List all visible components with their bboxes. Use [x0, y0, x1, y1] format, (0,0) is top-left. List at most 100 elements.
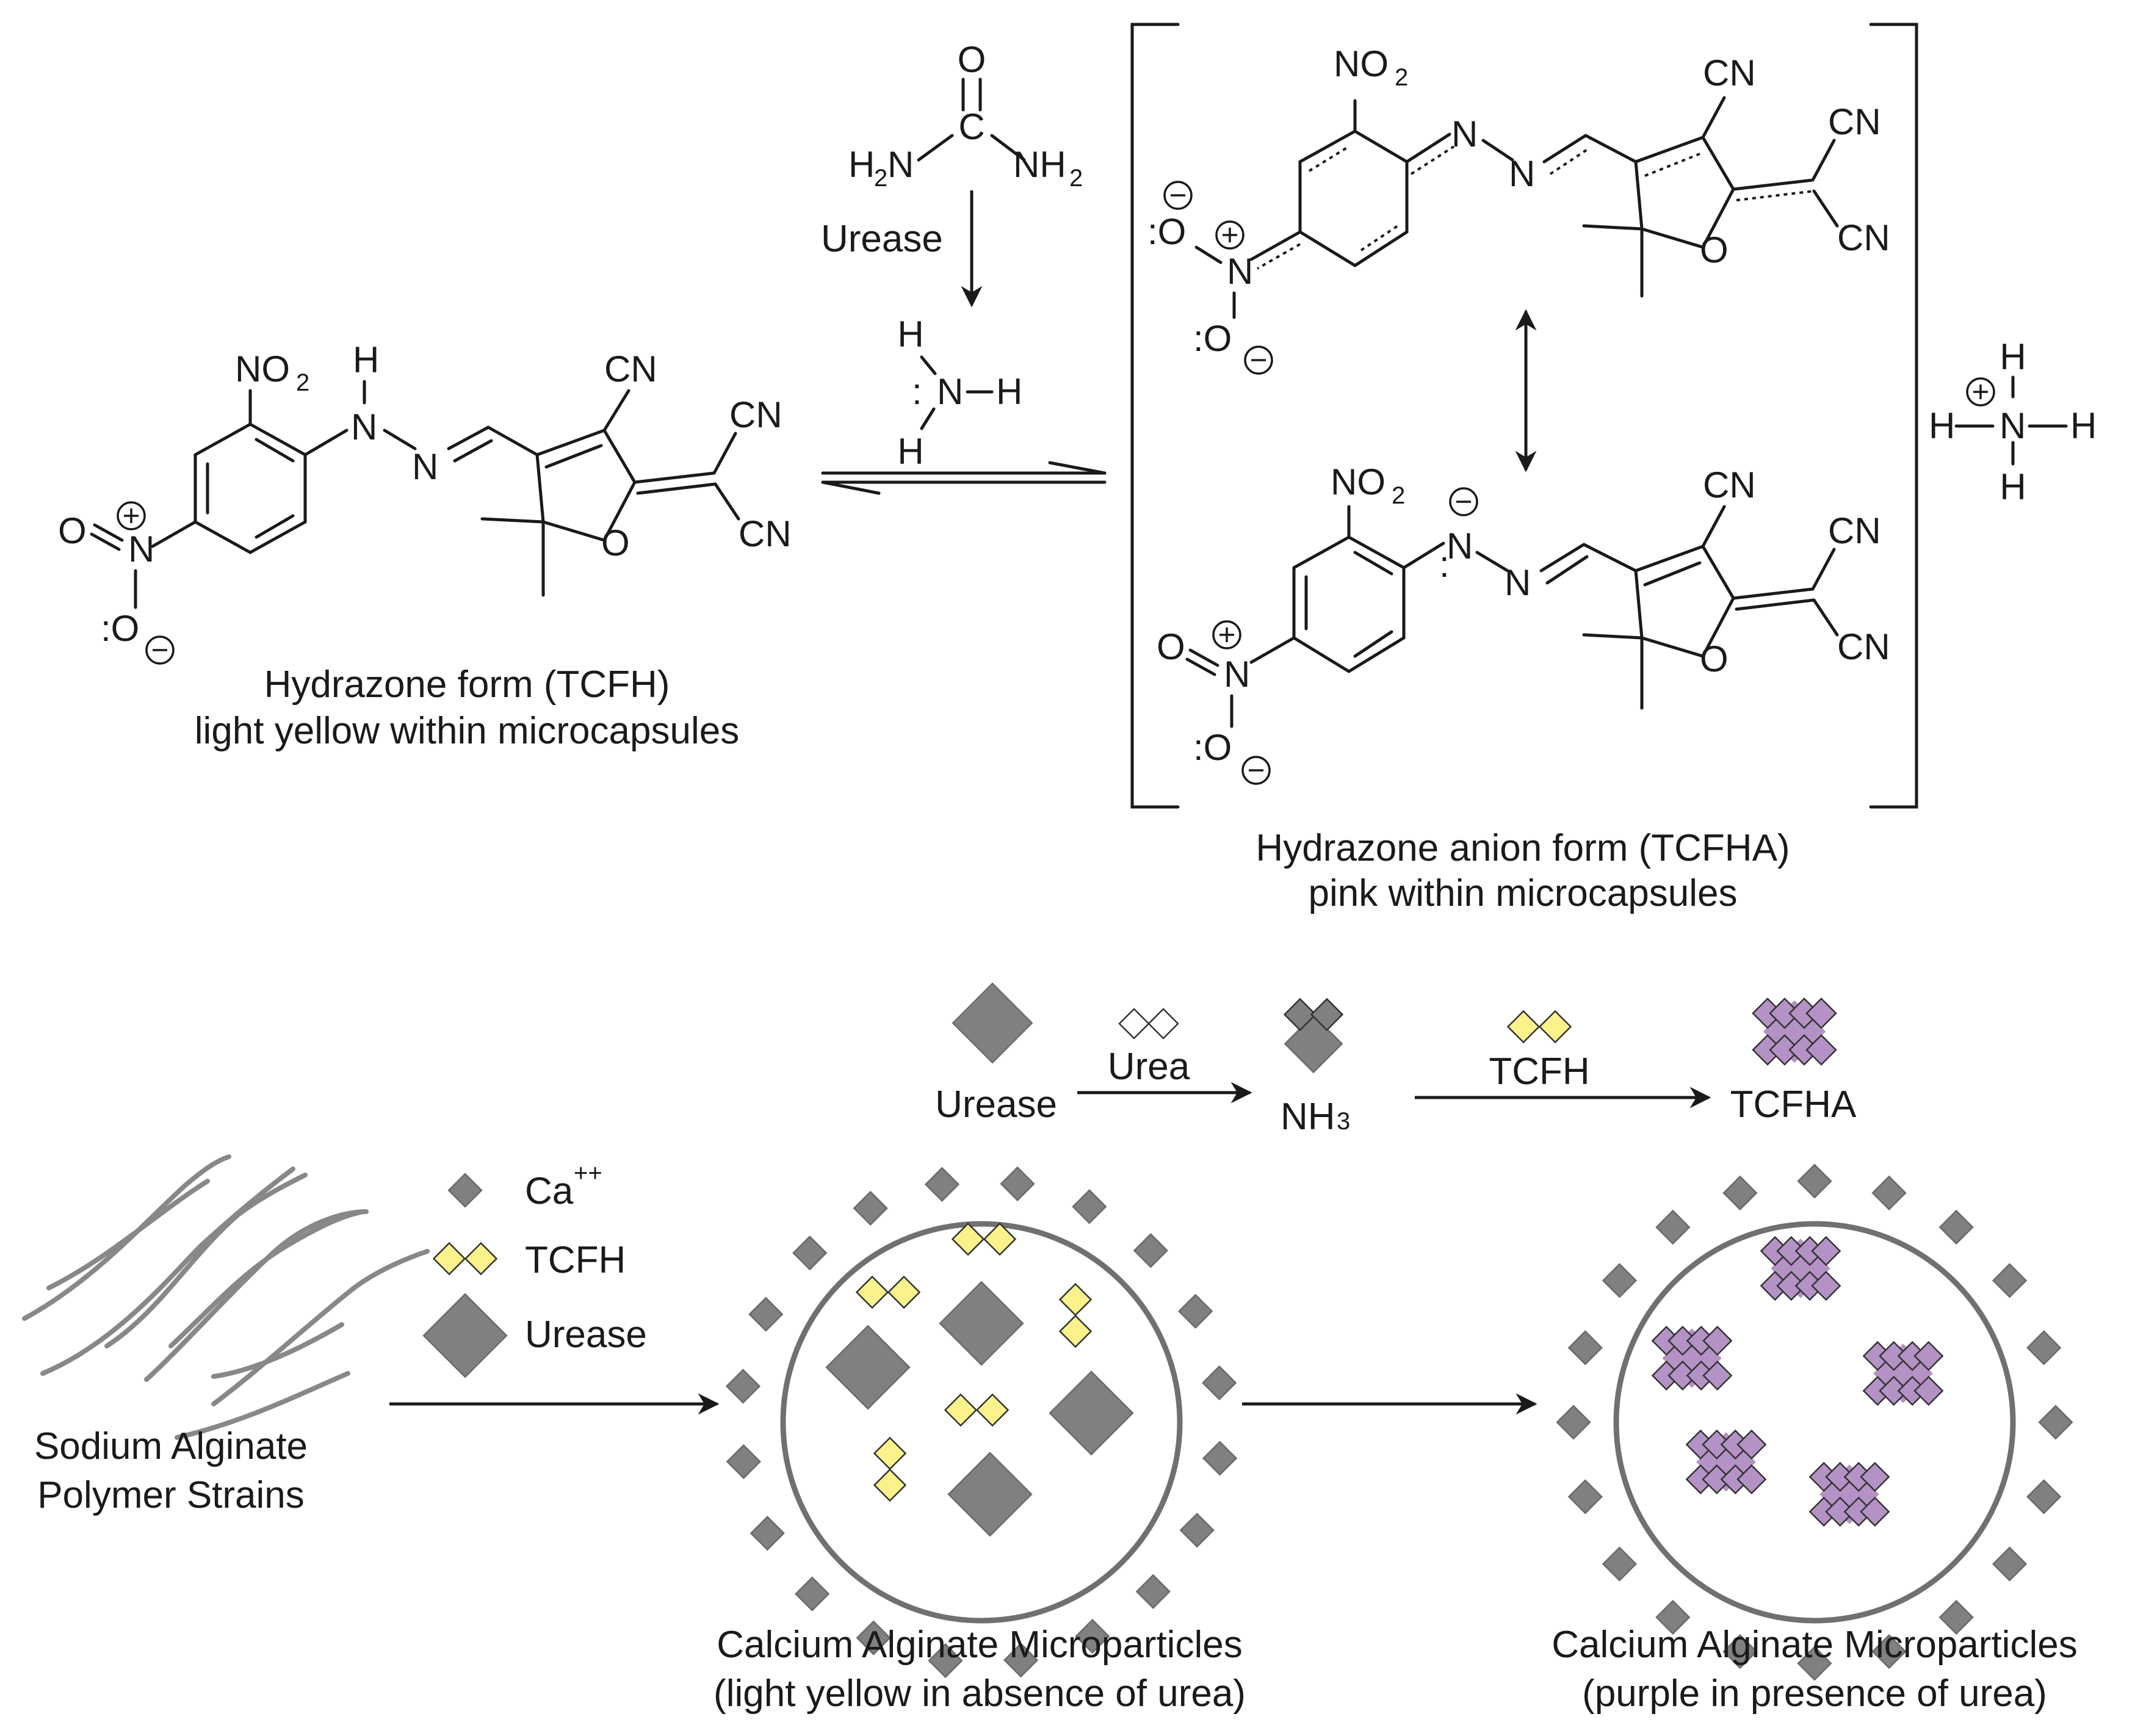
tcfh-caption-line1: Hydrazone form (TCFH): [264, 664, 670, 706]
tcfha-particle: [1825, 1496, 1855, 1527]
tcfha-particle: [1879, 1340, 1909, 1372]
tcfha-bottom-no2: NO: [1331, 461, 1386, 502]
calcium-ion-particle: [1567, 1330, 1603, 1365]
tcfha-cluster: [1808, 1461, 1890, 1527]
calcium-ion-particle: [1567, 1479, 1603, 1514]
tcfha-caption-line1: Hydrazone anion form (TCFHA): [1255, 827, 1790, 869]
tcfh-molecule-pair: [432, 1242, 498, 1276]
calcium-ion-particle: [853, 1190, 888, 1226]
tcfha-particle: [1685, 1464, 1716, 1495]
tcfha-particle: [1702, 1360, 1733, 1391]
tcfh-nitro-o1: O: [58, 510, 87, 551]
urea-h2n-sub: 2: [874, 165, 887, 192]
tcfha-bottom-cn-right2: CN: [1837, 626, 1890, 667]
tcfha-caption-line2: pink within microcapsules: [1309, 872, 1738, 914]
calcium-ion-particle: [748, 1297, 784, 1332]
tcfha-cluster: [1752, 997, 1837, 1066]
calcium-ion-particle: [1655, 1209, 1691, 1245]
tcfha-particle: [1843, 1496, 1874, 1527]
tcfha-bottom-lone-pair: :: [1439, 544, 1450, 585]
urea-oxygen: O: [958, 39, 986, 80]
tcfh-particle: [464, 1242, 498, 1276]
ammonium-h-right: H: [2070, 405, 2097, 446]
tcfha-top-n2: N: [1509, 153, 1535, 194]
calcium-ion-particle: [1655, 1599, 1691, 1635]
calcium-ion-particle: [1797, 1163, 1832, 1199]
calcium-ion-particle: [1938, 1599, 1974, 1635]
tcfha-particle: [1776, 1270, 1807, 1301]
tcfha-particle: [1651, 1325, 1682, 1356]
microparticle-yellow-circle: [780, 1221, 1183, 1624]
urease-particle: [825, 1325, 911, 1410]
equilibrium-arrows: [821, 461, 1107, 495]
calcium-ion-particle: [447, 1173, 483, 1208]
tcfha-particle: [1736, 1464, 1767, 1495]
tcfha-top-no2: NO: [1334, 43, 1389, 84]
ammonia-h-bottom: H: [897, 431, 923, 472]
tcfha-particle: [1843, 1461, 1874, 1492]
calcium-ion-particle: [1133, 1233, 1168, 1268]
urease-large-particle: [952, 982, 1033, 1064]
ammonium-h-left: H: [1929, 405, 1955, 446]
tcfha-particle: [1702, 1464, 1732, 1495]
tcfh-cn-right2: CN: [739, 513, 792, 554]
right-caption-line1: Calcium Alginate Microparticles: [1552, 1624, 2077, 1666]
tcfh-molecule-pair: [1506, 1010, 1572, 1044]
tcfha-particle: [1860, 1496, 1890, 1527]
tcfha-cluster: [1685, 1429, 1767, 1495]
calcium-ion-particle: [1135, 1574, 1171, 1609]
calcium-ion-particle: [725, 1369, 761, 1404]
calcium-ion-particle: [1202, 1365, 1237, 1401]
tcfha-particle: [1769, 1034, 1801, 1066]
tcfha-particle: [1752, 997, 1783, 1029]
urea-carbon: C: [958, 106, 984, 147]
legend-ca-sup: ++: [574, 1160, 602, 1187]
urea-particle: [1147, 1008, 1179, 1040]
tcfh-particle: [1058, 1314, 1093, 1348]
tcfha-particle: [1788, 997, 1820, 1029]
tcfha-bottom-cn-top: CN: [1703, 465, 1756, 505]
tcfh-cn-top: CN: [604, 349, 657, 389]
tcfh-particle: [1538, 1010, 1572, 1044]
tcfha-top-cn-right1: CN: [1828, 101, 1881, 142]
urea-h2n-n: N: [887, 144, 914, 185]
tcfh-particle: [855, 1275, 889, 1309]
tcfha-bottom-ring-o: O: [1700, 638, 1729, 679]
right-caption-line2: (purple in presence of urea): [1582, 1673, 2047, 1715]
tcfha-particle: [1686, 1325, 1716, 1356]
tcfha-particle: [1897, 1340, 1927, 1372]
calcium-ion-particle: [1003, 1643, 1039, 1678]
tcfha-cluster: [1651, 1325, 1733, 1391]
nh3-particle: [1283, 997, 1317, 1032]
legend-tcfh-label: TCFH: [525, 1239, 626, 1281]
tcfh-no2-sub: 2: [296, 369, 309, 396]
ammonia-n: N: [937, 371, 963, 412]
calcium-ion-particle: [1000, 1166, 1035, 1202]
tcfha-top-ring-o: O: [1700, 230, 1729, 270]
tcfha-particle: [1805, 997, 1837, 1029]
calcium-ion-particle: [1938, 1209, 1974, 1245]
tcfh-cn-right1: CN: [729, 394, 782, 435]
calcium-ion-particle: [1602, 1263, 1638, 1298]
ammonium-h-top: H: [2000, 336, 2026, 377]
urease-particle: [1049, 1370, 1134, 1456]
process-urea-label: Urea: [1108, 1046, 1190, 1088]
bracket-right: [1869, 23, 1918, 809]
tcfh-particle: [983, 1222, 1017, 1256]
left-caption-line1: Sodium Alginate: [34, 1425, 308, 1467]
calcium-ion-particle: [1722, 1175, 1758, 1210]
tcfha-particle: [1667, 1325, 1698, 1356]
tcfha-particle: [1702, 1429, 1732, 1460]
nh3-particle: [1310, 997, 1344, 1032]
tcfha-bottom-n2: N: [1505, 562, 1531, 603]
tcfha-particle: [1794, 1235, 1825, 1267]
process-nh3-label: NH: [1281, 1096, 1335, 1138]
tcfh-n2: N: [412, 446, 438, 487]
tcfha-particle: [1760, 1235, 1790, 1267]
tcfha-bottom-nitro-o1: O: [1157, 626, 1185, 667]
legend-urease-label: Urease: [525, 1314, 647, 1356]
tcfh-particle: [873, 1436, 907, 1470]
process-urease-label: Urease: [935, 1083, 1057, 1126]
calcium-ion-particle: [1722, 1634, 1758, 1669]
tcfha-top-structure: NO 2 N :O :O N N O CN CN CN: [1147, 43, 1890, 375]
